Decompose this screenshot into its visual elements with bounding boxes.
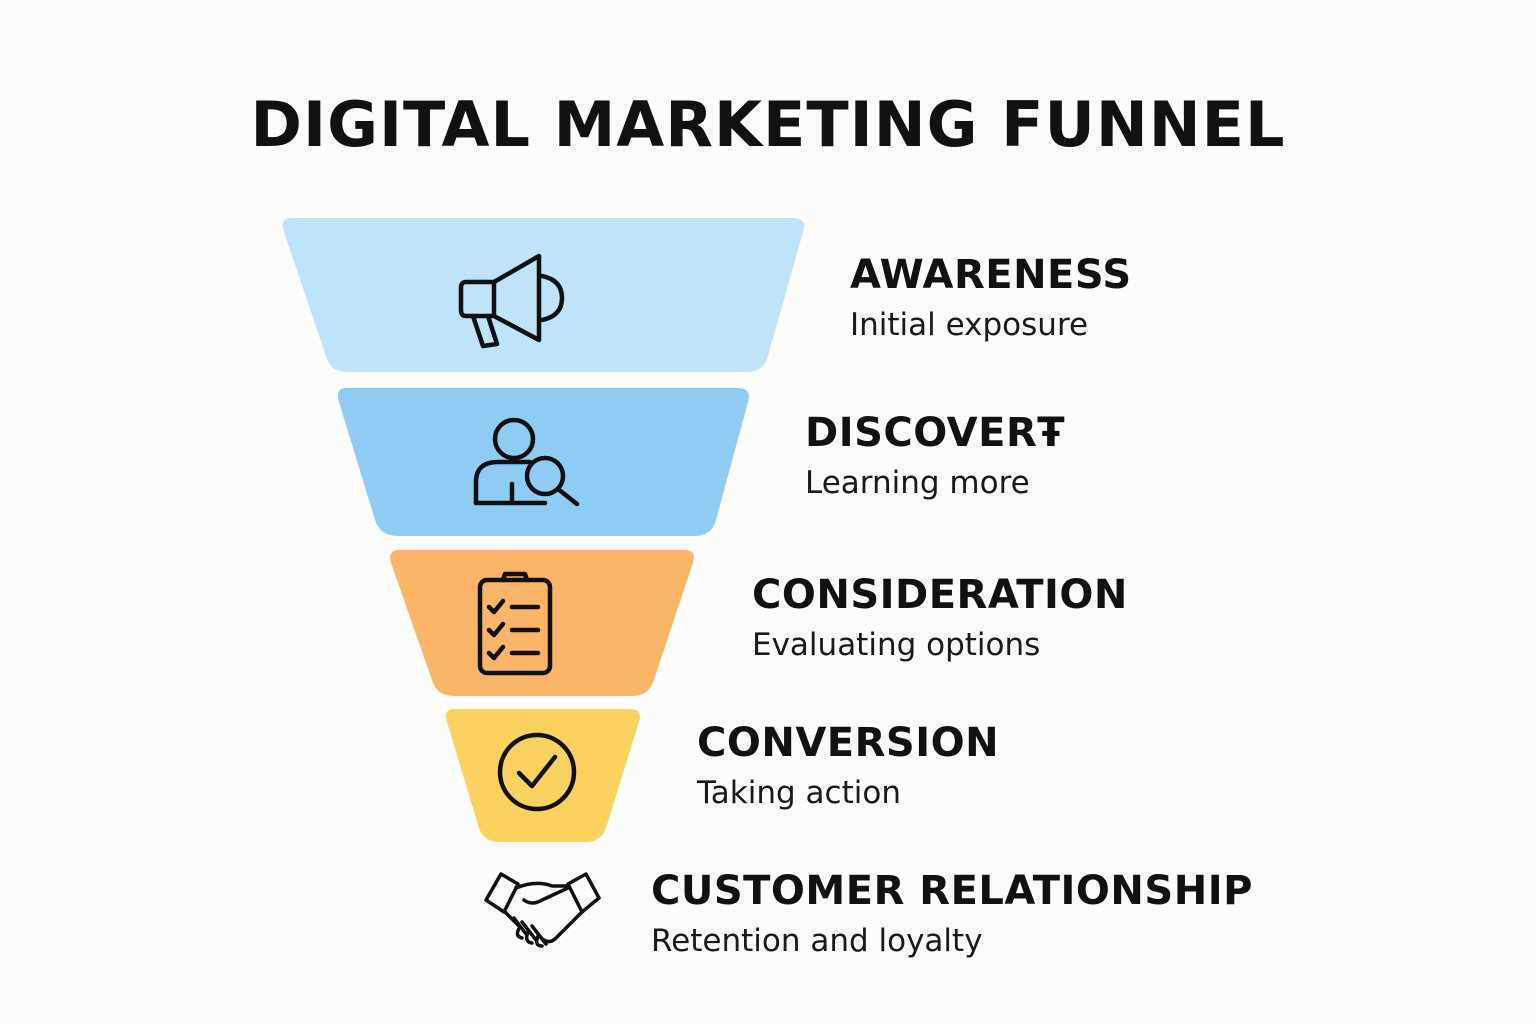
stage-description: Taking action xyxy=(697,775,901,811)
funnel-band-consideration xyxy=(390,550,694,696)
funnel-stage-consideration xyxy=(390,550,694,696)
megaphone-icon xyxy=(458,253,565,349)
stage-label: CONSIDERATION xyxy=(752,572,1128,618)
stage-label: AWARENESS xyxy=(850,252,1132,298)
funnel-band-awareness xyxy=(282,218,805,372)
funnel-band-discovery xyxy=(337,388,749,536)
stage-label: CUSTOMER RELATIONSHIP xyxy=(651,868,1253,914)
stage-description: Retention and loyalty xyxy=(651,923,983,959)
user-search-icon xyxy=(473,417,580,507)
handshake-icon xyxy=(484,872,601,948)
stage-text-conversion: CONVERSION Taking action xyxy=(697,720,999,812)
stage-text-discovery: DISCOVERŦ Learning more xyxy=(805,410,1065,502)
funnel-stage-conversion xyxy=(445,709,640,842)
stage-text-awareness: AWARENESS Initial exposure xyxy=(850,252,1132,344)
check-circle-icon xyxy=(497,732,577,812)
stage-description: Learning more xyxy=(805,465,1030,501)
funnel-stage-awareness xyxy=(282,218,805,372)
stage-text-customer-relationship: CUSTOMER RELATIONSHIP Retention and loya… xyxy=(651,868,1253,960)
clipboard-checklist-icon xyxy=(477,571,553,676)
stage-label: CONVERSION xyxy=(697,720,1000,766)
funnel-stage-discovery xyxy=(337,388,749,536)
stage-text-consideration: CONSIDERATION Evaluating options xyxy=(752,572,1128,664)
page-title: DIGITAL MARKETING FUNNEL xyxy=(250,88,1286,161)
stage-label: DISCOVERŦ xyxy=(805,410,1066,456)
stage-description: Evaluating options xyxy=(752,627,1041,663)
stage-description: Initial exposure xyxy=(850,307,1089,343)
